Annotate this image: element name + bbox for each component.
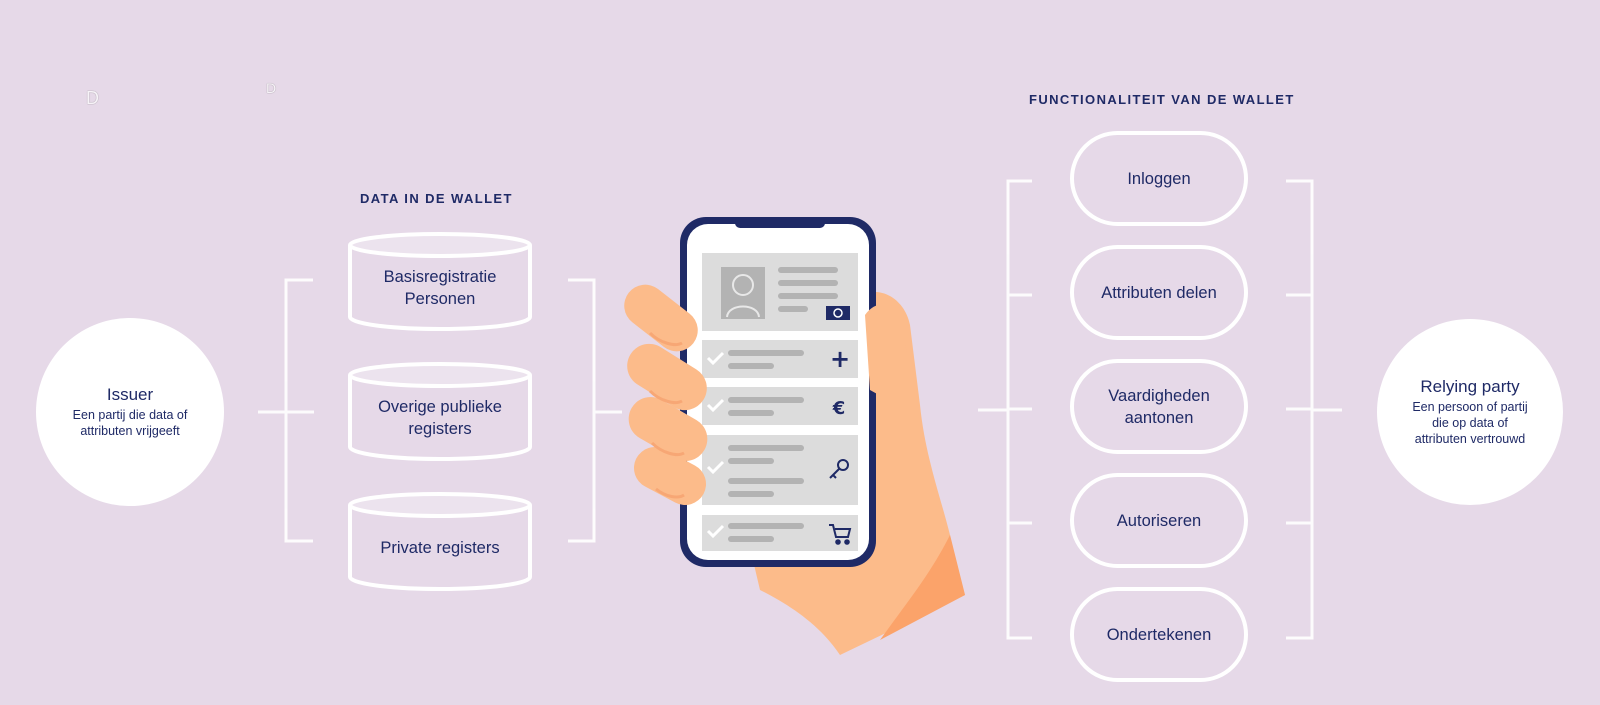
function-ondertekenen: Ondertekenen [1070,587,1248,682]
database-icon [348,362,532,461]
relying-party-circle: Relying party Een persoon of partij die … [1377,319,1563,505]
issuer-subtitle-line1: Een partij die data of [72,408,188,422]
function-vaardigheden-aantonen: Vaardigheden aantonen [1070,359,1248,454]
finger-4 [633,447,707,505]
relying-party-subtitle-line2: die op data of [1432,416,1508,430]
phone-notch [735,217,825,228]
database-icon [348,492,532,591]
function-inloggen: Inloggen [1070,131,1248,226]
phone-card-euro [702,387,858,425]
data-in-wallet-heading: DATA IN DE WALLET [360,191,513,206]
wallet-functionality-heading: FUNCTIONALITEIT VAN DE WALLET [1029,92,1295,107]
register-overige-publieke: Overige publieke registers [347,361,533,461]
relying-party-title: Relying party [1420,377,1520,396]
register-label: Basisregistratie Personen [383,268,497,308]
check-icon [706,524,725,539]
issuer-circle: Issuer Een partij die data of attributen… [36,318,224,506]
check-icon [706,351,725,366]
function-attributen-delen: Attributen delen [1070,245,1248,340]
cart-icon [829,524,852,545]
relying-party-subtitle-line3: attributen vertrouwd [1414,432,1526,446]
check-icon [706,398,725,413]
database-icon [348,232,532,331]
left-bracket [284,278,313,543]
middle-bracket [568,278,596,543]
hand-thumb [865,303,911,402]
function-autoriseren: Autoriseren [1070,473,1248,568]
person-id-icon [732,274,754,296]
logo-fragment-right: D [266,80,277,96]
euro-icon: € [832,398,846,419]
finger-3 [628,397,708,461]
phone-card-plus [702,340,858,378]
issuer-subtitle-line2: attributen vrijgeeft [80,424,180,438]
key-icon [829,459,849,479]
register-basisregistratie: Basisregistratie Personen [347,231,533,331]
issuer-title: Issuer [106,385,154,404]
register-private: Private registers [347,491,533,591]
logo-fragment-left: D [86,88,99,108]
plus-icon: + [830,345,850,373]
hand-phone-illustration: + € [624,217,965,655]
relying-party-subtitle-line1: Een persoon of partij [1412,400,1528,414]
finger-1 [624,284,698,352]
phone-card-cart [702,515,858,551]
check-icon [706,460,725,475]
register-label: Overige publieke registers [378,398,502,438]
register-label: Private registers [380,539,500,557]
finger-2 [627,343,707,411]
